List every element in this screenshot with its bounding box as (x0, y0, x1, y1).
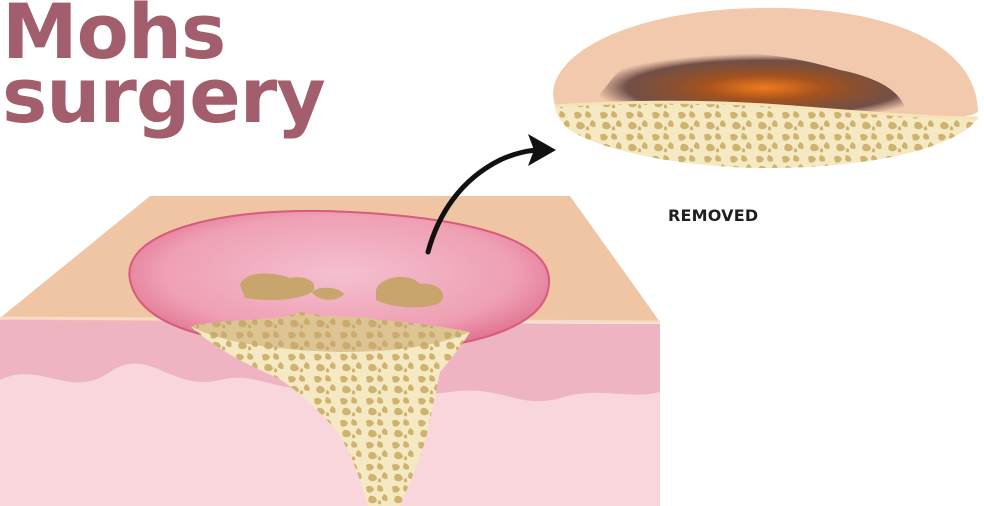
removed-label: REMOVED (668, 206, 758, 225)
removed-tissue (553, 8, 978, 168)
